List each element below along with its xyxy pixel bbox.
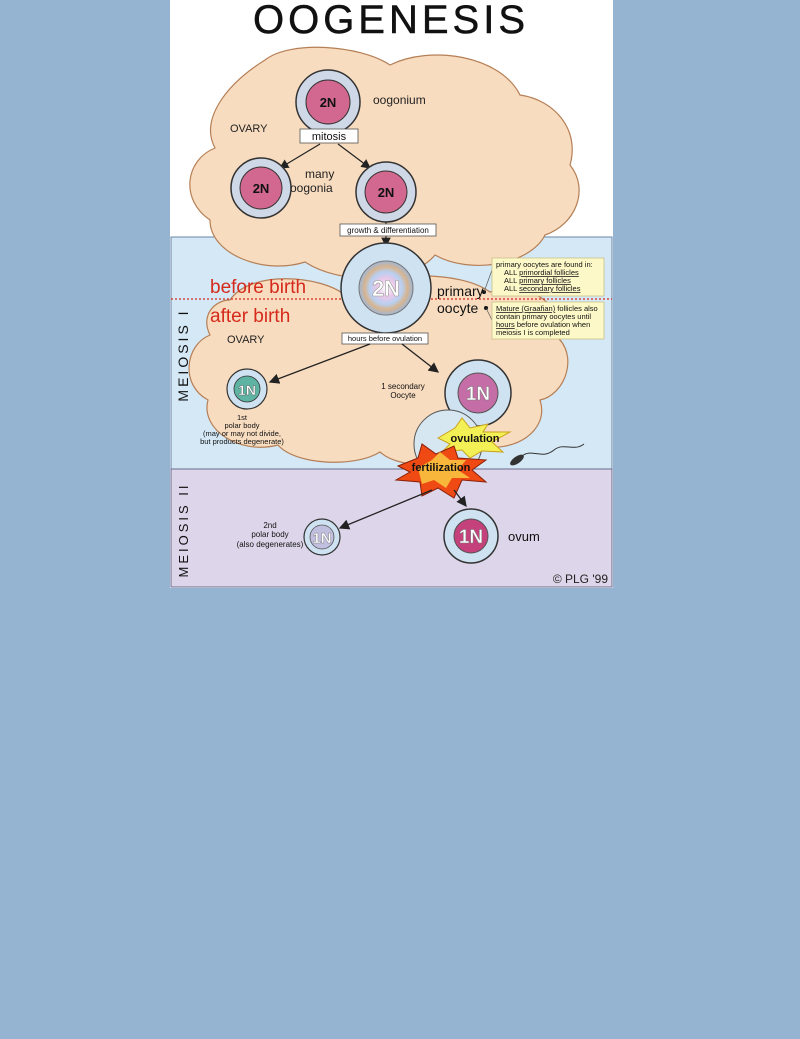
note1-item-1: ALL primordial follicles <box>504 268 579 277</box>
after-birth-label: after birth <box>210 306 290 327</box>
secondary-oocyte-ploidy: 1N <box>466 384 490 405</box>
note-primary-oocytes <box>491 257 605 297</box>
polar-body-1-nucleus <box>233 375 261 403</box>
growth-box <box>339 223 437 237</box>
oogenesis-figure: Oogenesis before birth after birth MEIOS… <box>170 0 613 588</box>
note2-line-3: hours before ovulation when <box>496 320 590 329</box>
note1-item-2: ALL primary follicles <box>504 276 571 285</box>
oogonium-ploidy: 2N <box>320 95 337 110</box>
ovum-label: ovum <box>508 529 540 544</box>
sperm-tail <box>521 443 585 457</box>
before-birth-label: before birth <box>210 277 306 298</box>
many-oogonia-line2: oogonia <box>290 181 333 195</box>
ovum-nucleus <box>453 518 489 554</box>
meiosis2-band <box>170 468 613 588</box>
oogonium-b-nucleus <box>364 170 408 214</box>
diagram-title: Oogenesis <box>253 0 529 42</box>
oogonium-b-ploidy: 2N <box>378 185 395 200</box>
secondary-oocyte-line2: Oocyte <box>390 391 416 400</box>
fertilization-label: fertilization <box>412 462 471 474</box>
primary-oocyte-nucleus <box>358 260 414 316</box>
mitosis-label: mitosis <box>312 131 347 143</box>
mitosis-box <box>299 128 359 144</box>
note-mature-follicles <box>491 301 605 340</box>
secondary-oocyte-nucleus <box>457 372 499 414</box>
ovary-lower-label: OVARY <box>227 334 265 346</box>
oogonium-a-nucleus <box>239 166 283 210</box>
meiosis1-label: MEIOSIS I <box>175 308 191 401</box>
polar-body-2-ploidy: 1N <box>312 530 331 547</box>
polar-body-2-nucleus <box>309 524 335 550</box>
note2-line-1: Mature (Graafian) follicles also <box>496 304 598 313</box>
meiosis2-arrow-right <box>453 489 467 508</box>
ovum-ploidy: 1N <box>459 527 483 548</box>
pointer-line-1 <box>483 269 493 293</box>
polar-body-1-line2: polar body <box>224 421 259 430</box>
pointer-line-2 <box>485 307 493 321</box>
note2-line-4: meiosis I is completed <box>496 328 570 337</box>
oogonium-a-ploidy: 2N <box>253 181 270 196</box>
oogonium-label: oogonium <box>373 93 426 107</box>
polar-body-1-ploidy: 1N <box>238 382 256 398</box>
note1-item-3: ALL secondary follicles <box>504 284 581 293</box>
polar-body-1-line4: but products degenerate) <box>200 437 284 446</box>
oogonium-nucleus <box>305 79 351 125</box>
copyright-label: © PLG '99 <box>553 572 608 586</box>
hours-box <box>341 332 429 345</box>
polar-body-1-line3: (may or may not divide, <box>203 429 281 438</box>
note2-line-2: contain primary oocytes until <box>496 312 591 321</box>
fertilization-burst-core <box>418 452 470 488</box>
note1-intro: primary oocytes are found in: <box>496 260 593 269</box>
sperm-head <box>510 454 524 466</box>
primary-oocyte-label-line2: oocyte <box>437 300 478 316</box>
meiosis1-arrow-right <box>401 343 440 373</box>
primary-oocyte-label-line1: primary <box>437 283 484 299</box>
mitosis-arrow-left <box>278 143 321 169</box>
polar-body-2-line2: polar body <box>251 530 288 539</box>
meiosis2-arrow-left <box>338 489 433 530</box>
many-oogonia-line1: many <box>305 167 334 181</box>
secondary-oocyte-line1: 1 secondary <box>381 382 425 391</box>
polar-body-2-line1: 2nd <box>263 521 276 530</box>
primary-oocyte-ploidy: 2N <box>372 276 400 301</box>
polar-body-2-line3: (also degenerates) <box>237 540 304 549</box>
meiosis1-arrow-left <box>268 343 371 384</box>
mitosis-arrow-right <box>337 143 371 169</box>
polar-body-1-line1: 1st <box>237 413 248 422</box>
meiosis2-label: MEIOSIS II <box>176 482 191 577</box>
growth-label: growth & differentiation <box>347 226 429 235</box>
ovulation-label: ovulation <box>451 433 500 445</box>
ovary-upper-label: OVARY <box>230 123 268 135</box>
hours-label: hours before ovulation <box>348 334 422 343</box>
